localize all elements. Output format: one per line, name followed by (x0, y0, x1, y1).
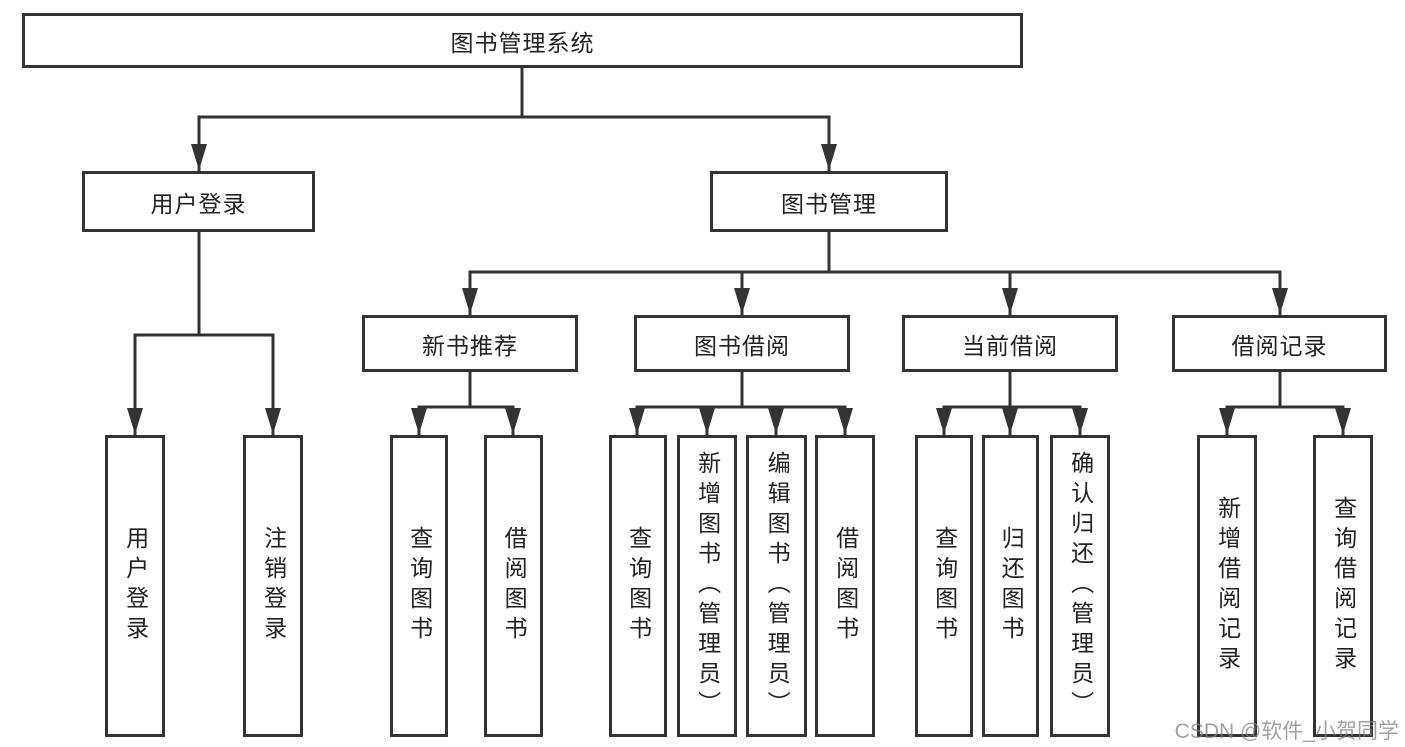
node-new-book-recommend: 新书推荐 (362, 315, 578, 372)
leaf-bb-add-books-admin-label: 新增图书（管理员） (694, 451, 721, 721)
leaf-nbr-borrow-books-label: 借阅图书 (501, 526, 528, 646)
leaf-nbr-borrow-books: 借阅图书 (484, 435, 543, 737)
node-borrowing-records: 借阅记录 (1172, 315, 1387, 372)
leaf-br-query-record-label: 查询借阅记录 (1330, 496, 1357, 676)
node-current-borrowing: 当前借阅 (902, 315, 1118, 372)
connector-current-borrowing-to-leaves (936, 370, 1088, 436)
leaf-cb-return-books: 归还图书 (982, 435, 1039, 737)
node-new-book-recommend-label: 新书推荐 (422, 332, 518, 359)
leaf-nbr-query-books: 查询图书 (390, 435, 448, 737)
node-book-management-label: 图书管理 (781, 190, 877, 217)
node-user-login-label: 用户登录 (150, 190, 247, 217)
node-root: 图书管理系统 (22, 13, 1023, 68)
leaf-cb-query-books: 查询图书 (915, 435, 973, 737)
leaf-br-add-record: 新增借阅记录 (1197, 435, 1257, 737)
node-book-management: 图书管理 (710, 171, 948, 232)
leaf-logout: 注销登录 (243, 435, 303, 737)
leaf-bb-query-books-label: 查询图书 (625, 526, 652, 646)
connector-user-login-to-leaves (127, 230, 281, 436)
node-user-login: 用户登录 (82, 171, 315, 232)
node-book-borrowing-label: 图书借阅 (694, 332, 790, 359)
leaf-bb-borrow-books: 借阅图书 (815, 435, 875, 737)
leaf-bb-add-books-admin: 新增图书（管理员） (677, 435, 737, 737)
connector-borrowing-records-to-leaves (1219, 370, 1351, 436)
connector-root-to-level2 (191, 64, 837, 172)
watermark: CSDN @软件_小贺同学 (1174, 720, 1399, 743)
leaf-br-query-record: 查询借阅记录 (1313, 435, 1373, 737)
node-book-borrowing: 图书借阅 (634, 315, 850, 372)
leaf-nbr-query-books-label: 查询图书 (406, 526, 433, 646)
leaf-bb-edit-books-admin-label: 编辑图书（管理员） (764, 451, 791, 721)
leaf-cb-query-books-label: 查询图书 (931, 526, 958, 646)
leaf-bb-edit-books-admin: 编辑图书（管理员） (746, 435, 807, 737)
node-borrowing-records-label: 借阅记录 (1231, 332, 1328, 359)
leaf-bb-borrow-books-label: 借阅图书 (832, 526, 859, 646)
node-current-borrowing-label: 当前借阅 (962, 332, 1058, 359)
connector-new-book-recommend-to-leaves (411, 370, 521, 436)
leaf-cb-confirm-return-admin: 确认归还（管理员） (1050, 435, 1110, 737)
connector-book-management-to-level3 (462, 230, 1288, 316)
leaf-br-add-record-label: 新增借阅记录 (1214, 496, 1241, 676)
node-root-label: 图书管理系统 (450, 29, 595, 56)
leaf-bb-query-books: 查询图书 (609, 435, 667, 737)
leaf-user-login: 用户登录 (105, 435, 165, 737)
leaf-cb-return-books-label: 归还图书 (998, 526, 1025, 646)
leaf-logout-label: 注销登录 (260, 526, 287, 646)
connector-book-borrowing-to-leaves (629, 370, 853, 436)
leaf-cb-confirm-return-admin-label: 确认归还（管理员） (1067, 451, 1094, 721)
leaf-user-login-label: 用户登录 (122, 526, 149, 646)
